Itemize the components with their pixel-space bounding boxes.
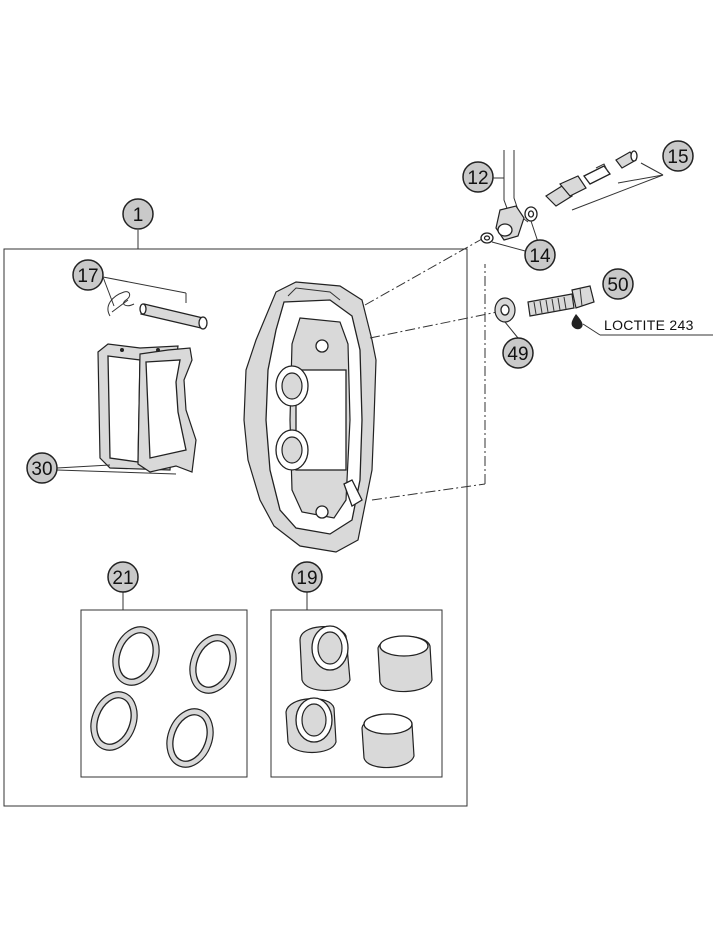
- bleeder-screw: [545, 150, 638, 207]
- svg-text:15: 15: [667, 147, 688, 168]
- brake-line-banjo: [495, 150, 529, 241]
- piston-seals: [90, 626, 237, 768]
- mounting-bolt: [527, 285, 595, 317]
- loctite-leader: [582, 323, 601, 336]
- callout-50[interactable]: 50: [602, 268, 634, 300]
- seal-kit-box: [80, 609, 248, 778]
- mounting-washer: [494, 297, 516, 323]
- svg-text:12: 12: [467, 168, 488, 189]
- pad-retaining-clip: [107, 291, 135, 317]
- svg-text:19: 19: [296, 568, 317, 589]
- brake-caliper: [243, 281, 377, 553]
- svg-text:21: 21: [112, 568, 133, 589]
- svg-text:14: 14: [529, 246, 551, 267]
- copper-washers: [480, 206, 538, 244]
- callout-49[interactable]: 49: [502, 337, 534, 369]
- callout-17-leaders: [102, 276, 187, 307]
- callout-14[interactable]: 14: [524, 239, 556, 271]
- callout-15-leaders: [571, 162, 664, 211]
- callout-15[interactable]: 15: [662, 140, 694, 172]
- svg-text:30: 30: [31, 459, 52, 480]
- svg-text:49: 49: [507, 344, 528, 365]
- callout-1[interactable]: 1: [122, 198, 154, 230]
- assembly-dash-lines: [364, 238, 498, 501]
- callout-30-leaders: [56, 464, 177, 475]
- callout-30[interactable]: 30: [26, 452, 58, 484]
- callout-17[interactable]: 17: [72, 259, 104, 291]
- assembly-frame: [3, 248, 468, 807]
- callout-21[interactable]: 21: [107, 561, 139, 593]
- loctite-note: LOCTITE 243: [604, 317, 694, 333]
- pad-pin: [139, 303, 208, 330]
- callout-12[interactable]: 12: [462, 161, 494, 193]
- callout-49-leader: [504, 321, 519, 339]
- brake-pads: [97, 343, 197, 473]
- callout-19[interactable]: 19: [291, 561, 323, 593]
- svg-text:50: 50: [607, 275, 628, 296]
- loctite-drop-icon: [571, 314, 583, 330]
- svg-text:17: 17: [77, 266, 98, 287]
- svg-text:1: 1: [133, 205, 144, 226]
- piston-kit-box: [270, 609, 443, 778]
- pistons: [285, 625, 433, 769]
